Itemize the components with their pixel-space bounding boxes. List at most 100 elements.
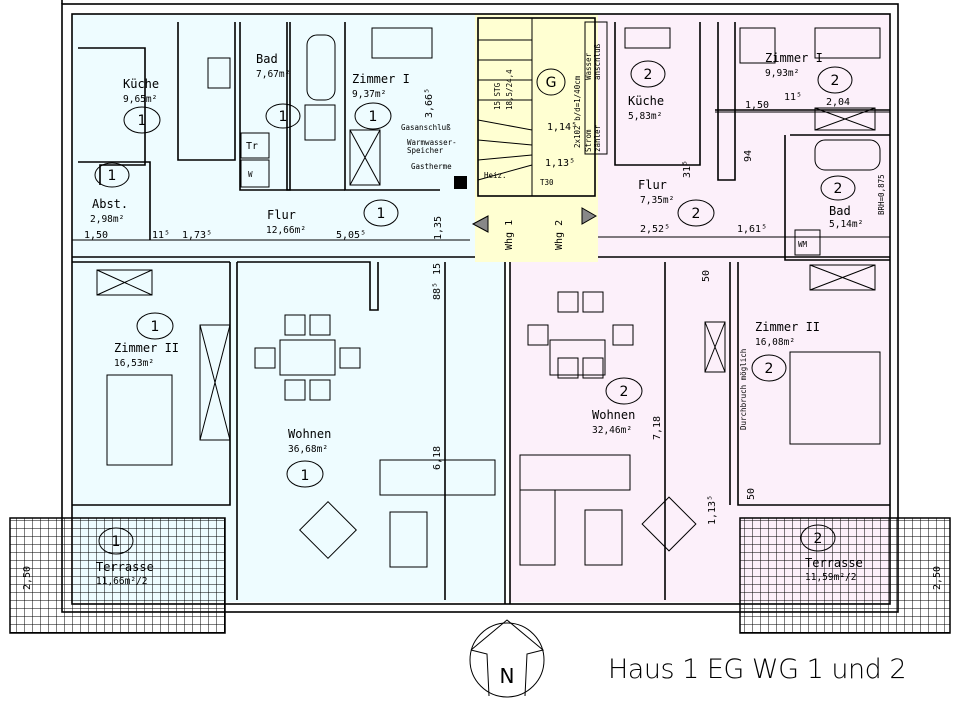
svg-text:11⁵: 11⁵: [784, 92, 802, 103]
svg-text:BRH=0,875: BRH=0,875: [877, 174, 886, 215]
svg-text:11⁵: 11⁵: [152, 230, 170, 241]
svg-text:1,35: 1,35: [433, 216, 444, 240]
svg-text:Speicher: Speicher: [407, 146, 444, 155]
room-name: Flur: [267, 208, 296, 222]
svg-text:G: G: [546, 75, 557, 91]
unit-badge: 1: [112, 534, 121, 550]
svg-text:1,13⁵: 1,13⁵: [707, 495, 718, 525]
room-name: Küche: [123, 77, 159, 91]
room-area: 9,37m²: [352, 89, 386, 100]
unit-badge: 1: [108, 168, 117, 184]
unit-badge: 1: [138, 113, 147, 129]
svg-text:Whg 2: Whg 2: [554, 220, 565, 250]
room-name: Wohnen: [288, 427, 331, 441]
svg-text:50: 50: [746, 488, 757, 500]
room-area: 7,35m²: [640, 195, 674, 206]
svg-text:7,18: 7,18: [652, 416, 663, 440]
room-area: 11,59m²/2: [805, 572, 856, 583]
svg-text:1,13⁵: 1,13⁵: [545, 158, 575, 169]
room-area: 12,66m²: [266, 225, 306, 236]
room-area: 16,53m²: [114, 358, 154, 369]
svg-text:31⁵: 31⁵: [682, 160, 693, 178]
unit-badge: 2: [644, 67, 653, 83]
svg-text:zähler: zähler: [593, 124, 602, 152]
svg-text:2x102 b/d=1/40cm: 2x102 b/d=1/40cm: [573, 75, 582, 148]
svg-text:2,50: 2,50: [932, 566, 943, 590]
north-arrow: N: [469, 619, 545, 698]
annotations: Gasanschluß Warmwasser- Speicher Gasther…: [401, 43, 886, 430]
unit-badge: 1: [369, 109, 378, 125]
stairwell: [471, 17, 608, 233]
svg-text:15 STG: 15 STG: [493, 82, 502, 110]
room-area: 5,83m²: [628, 111, 662, 122]
dimension-lines: [72, 111, 890, 241]
unit-badge: 2: [831, 73, 840, 89]
room-area: 2,98m²: [90, 214, 124, 225]
room-name: Terrasse: [805, 556, 863, 570]
unit-badge: 2: [834, 181, 843, 197]
svg-text:1,14⁵: 1,14⁵: [547, 122, 577, 133]
svg-text:T30: T30: [540, 178, 554, 187]
svg-text:1,73⁵: 1,73⁵: [182, 230, 212, 241]
room-name: Wohnen: [592, 408, 635, 422]
svg-text:Whg 1: Whg 1: [504, 220, 515, 250]
svg-text:W: W: [248, 170, 253, 179]
room-area: 5,14m²: [829, 219, 863, 230]
svg-text:Gastherme: Gastherme: [411, 162, 452, 171]
room-area: 9,93m²: [765, 68, 799, 79]
svg-text:2,50: 2,50: [22, 566, 33, 590]
arrow-right-icon: [581, 207, 598, 225]
svg-text:Durchbruch möglich: Durchbruch möglich: [739, 349, 748, 430]
svg-text:Heiz.: Heiz.: [484, 171, 507, 180]
plan-title: Haus 1 EG WG 1 und 2: [608, 654, 907, 685]
unit-badge: 1: [151, 319, 160, 335]
svg-text:Strom: Strom: [584, 129, 593, 152]
svg-text:5,05⁵: 5,05⁵: [336, 230, 366, 241]
unit-badge: 2: [692, 206, 701, 222]
unit-badge: 1: [301, 468, 310, 484]
room-name: Zimmer I: [765, 51, 823, 65]
room-name: Zimmer II: [114, 341, 179, 355]
svg-text:50: 50: [701, 270, 712, 282]
svg-text:18,5/24,4: 18,5/24,4: [505, 69, 514, 110]
room-name: Bad: [829, 204, 851, 218]
fixtures: Tr W WM: [240, 132, 821, 256]
svg-text:3,66⁵: 3,66⁵: [424, 88, 435, 118]
svg-text:1,50: 1,50: [84, 230, 108, 241]
terrace-2: [739, 517, 951, 634]
outer-walls: [61, 0, 899, 613]
interior-walls-unit-2: [598, 22, 890, 600]
unit-badge: 2: [765, 361, 774, 377]
room-name: Zimmer II: [755, 320, 820, 334]
stair-labels: G 15 STG 18,5/24,4 Heiz. T30 Whg 1 Whg 2: [484, 68, 566, 250]
svg-text:Warmwasser-: Warmwasser-: [407, 138, 457, 147]
svg-text:6,18: 6,18: [432, 446, 443, 470]
svg-text:Tr: Tr: [246, 141, 258, 152]
north-label: N: [500, 664, 515, 688]
svg-text:WM: WM: [798, 240, 808, 249]
unit-badge: 1: [377, 206, 386, 222]
svg-text:94: 94: [743, 150, 754, 162]
svg-text:Gasanschluß: Gasanschluß: [401, 123, 451, 132]
svg-text:2,52⁵: 2,52⁵: [640, 224, 670, 235]
unit-badge: 2: [814, 531, 823, 547]
furniture: [96, 27, 881, 568]
svg-text:anschluß: anschluß: [593, 43, 602, 80]
dimension-labels: 1,50 11⁵ 1,73⁵ 5,05⁵ 3,66⁵ 1,35 1,14⁵ 1,…: [22, 88, 943, 590]
terrace-1: [9, 517, 226, 634]
unit-badge: 1: [279, 109, 288, 125]
room-name: Terrasse: [96, 560, 154, 574]
room-area: 16,08m²: [755, 337, 795, 348]
svg-text:1,50: 1,50: [745, 100, 769, 111]
room-name: Zimmer I: [352, 72, 410, 86]
svg-text:15: 15: [432, 263, 443, 275]
room-area: 36,68m²: [288, 444, 328, 455]
room-name: Abst.: [92, 197, 128, 211]
interior-walls-unit-1: [72, 22, 511, 604]
unit-badge: 2: [620, 384, 629, 400]
room-area: 9,65m²: [123, 94, 157, 105]
room-name: Bad: [256, 52, 278, 66]
svg-text:2,04: 2,04: [826, 97, 850, 108]
